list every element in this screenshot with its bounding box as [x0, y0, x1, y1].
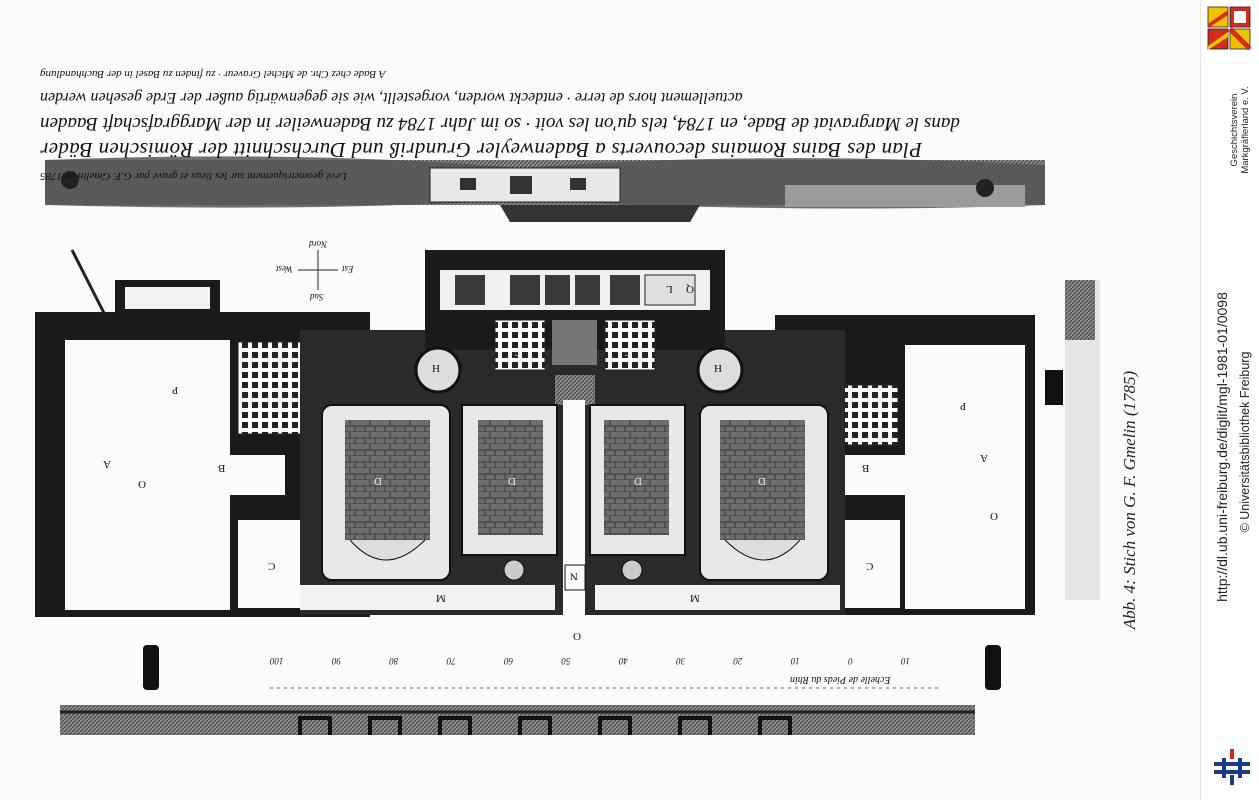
plan-label-d4: D: [758, 475, 766, 487]
scale-tick: 90: [331, 656, 341, 666]
plan-label-a-right: A: [980, 452, 988, 464]
society-line-1: Geschichtsverein: [1229, 93, 1240, 167]
plan-label-o-left: O: [138, 478, 146, 490]
compass-rose-icon: [298, 250, 338, 290]
scale-tick: 40: [618, 656, 628, 666]
copyright-credit: © Universitätsbibliothek Freiburg: [1238, 351, 1252, 533]
compass-west-label: West: [276, 264, 293, 274]
scale-label: Echelle de Pieds du Rhin: [790, 674, 891, 685]
engraving-title-block: Levé geometriquement sur les lieux et gr…: [40, 40, 1100, 190]
plan-label-c-left: C: [268, 560, 276, 572]
plan-label-h2: H: [714, 362, 722, 374]
survey-note: Levé geometriquement sur les lieux et gr…: [40, 170, 347, 182]
plan-label-c-right: C: [866, 560, 874, 572]
scale-tick: 30: [676, 656, 686, 666]
plan-label-p-left: P: [172, 384, 179, 396]
plan-label-d1: D: [374, 475, 382, 487]
floor-plan-drawing: [35, 156, 1100, 735]
permalink-url[interactable]: http://dl.ub.uni-freiburg.de/diglit/mgl-…: [1214, 292, 1230, 602]
plan-label-h1: H: [432, 362, 440, 374]
scale-tick: 10: [901, 656, 910, 666]
plan-label-q: Q: [686, 283, 694, 295]
scale-tick: 80: [389, 656, 399, 666]
scale-tick: 100: [270, 656, 284, 666]
title-line-3: actuellement hors de terre · entdeckt wo…: [40, 89, 743, 106]
bottom-cross-section: [60, 705, 975, 735]
title-line-4: A Bade chez Chr. de Michel Graveur · zu …: [40, 68, 386, 80]
plan-label-b-right: B: [862, 462, 870, 474]
plan-label-d2: D: [508, 475, 516, 487]
plan-label-n: N: [570, 570, 578, 582]
plan-label-m-right: M: [690, 592, 700, 604]
library-sidebar: [1200, 0, 1259, 800]
plan-label-b-left: B: [218, 462, 226, 474]
plan-label-l: L: [666, 283, 673, 295]
plan-label-p-right: P: [960, 400, 967, 412]
scale-tick: 70: [446, 656, 456, 666]
plan-label-o-bottom: O: [573, 630, 581, 642]
top-cross-section: [45, 156, 1045, 222]
scale-tick: 20: [733, 656, 743, 666]
figure-caption: Abb. 4: Stich von G. F. Gmelin (1785): [1120, 370, 1139, 630]
scale-tick: 60: [503, 656, 513, 666]
scale-ticks: 10 0 10 20 30 40 50 60 70 80 90 100: [270, 656, 910, 666]
scale-area: [143, 645, 1001, 690]
plan-label-g1: G: [514, 346, 522, 358]
compass-north-label: Nord: [309, 239, 328, 249]
bath-complex-plan: [35, 249, 1100, 617]
plan-label-g2: G: [624, 346, 632, 358]
plan-label-a-left: A: [103, 458, 111, 470]
title-line-2: dans le Margraviat de Bade, en 1784, tel…: [40, 113, 960, 134]
compass-east-label: Est: [342, 264, 354, 274]
scale-tick: 10: [790, 656, 800, 666]
plan-label-d3: D: [634, 475, 642, 487]
compass-south-label: Sud: [310, 292, 324, 302]
ub-freiburg-logo-icon: [1214, 749, 1250, 785]
society-line-2: Markgräflerland e. V.: [1240, 86, 1251, 174]
scale-tick: 50: [561, 656, 571, 666]
plan-label-m-left: M: [436, 592, 446, 604]
scale-tick: 0: [848, 656, 853, 666]
engraving-plate: Levé geometriquement sur les lieux et gr…: [35, 40, 1139, 735]
plan-label-o-right: O: [990, 510, 998, 522]
title-line-1: Plan des Bains Romains decouverts a Bade…: [40, 138, 923, 162]
coat-of-arms-icon: [1207, 6, 1251, 50]
society-name: Geschichtsverein Markgräflerland e. V.: [1229, 86, 1251, 173]
